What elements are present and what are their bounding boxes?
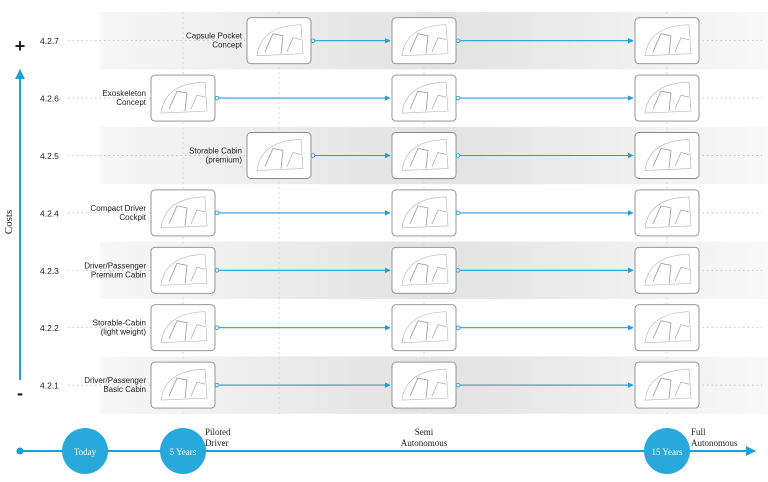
concept-thumbnail [391, 132, 457, 179]
concept-thumbnail [150, 74, 216, 122]
connector-dot [455, 153, 461, 158]
milestone-15-years [644, 428, 690, 474]
concept-thumbnail [634, 17, 700, 65]
phase-full-line2: Autonomous [691, 438, 738, 448]
phase-semi-line2: Autonomous [401, 438, 448, 448]
concept-thumbnail [150, 246, 216, 294]
concept-thumbnail [246, 132, 312, 179]
row-name-line: (premium) [206, 156, 243, 165]
phase-piloted-line2: Driver [205, 438, 229, 448]
timeline: Today 5 Years 15 Years Piloted Driver Se… [16, 427, 756, 474]
row-name-line: Premium Cabin [91, 270, 146, 279]
row-code: 4.2.2 [40, 323, 59, 333]
connector-dot [214, 95, 220, 101]
row-name-line: Driver/Passenger [84, 376, 146, 385]
row-code: 4.2.1 [40, 381, 59, 391]
cost-axis-plus: + [15, 36, 26, 56]
row-code: 4.2.3 [40, 266, 59, 276]
concept-thumbnail [391, 246, 457, 294]
concept-thumbnail [634, 246, 700, 294]
concept-thumbnail [634, 189, 700, 237]
cost-axis: + - Costs [3, 36, 25, 403]
connector-dot [455, 382, 461, 388]
row-name-line: Concept [116, 98, 147, 107]
concept-thumbnail [150, 189, 216, 237]
row-name-line: Storable-Cabin [93, 319, 146, 328]
row-name-line: (light weight) [101, 328, 147, 337]
connector-dot [310, 153, 316, 158]
concept-thumbnail [634, 361, 700, 409]
milestone-today [62, 428, 108, 474]
connector-dot [310, 38, 316, 43]
cost-axis-minus: - [17, 383, 23, 403]
row-name-line: Driver/Passenger [84, 261, 146, 270]
row-code: 4.2.7 [40, 36, 59, 46]
phase-semi-line1: Semi [415, 427, 434, 437]
row-code: 4.2.6 [40, 94, 59, 104]
concept-thumbnail [150, 304, 216, 352]
connector-dot [214, 210, 220, 216]
row-name-line: Exoskeleton [102, 89, 146, 98]
connector-dot [455, 210, 461, 216]
phase-full-line1: Full [691, 427, 706, 437]
row-name-line: Cockpit [119, 213, 146, 222]
row-name-line: Compact Driver [90, 204, 146, 213]
concept-row: 4.2.2 Storable-Cabin(light weight) [40, 304, 762, 352]
milestone-5-years-label: 5 Years [170, 447, 197, 457]
row-code: 4.2.4 [40, 208, 59, 218]
concept-thumbnail [634, 304, 700, 352]
row-name-line: Storable Cabin [189, 147, 242, 156]
concept-thumbnail [246, 17, 312, 65]
concept-row: 4.2.5 Storable Cabin(premium) [40, 132, 762, 179]
connector-dot [455, 38, 461, 43]
connector-dot [455, 95, 461, 101]
row-name-line: Basic Cabin [103, 385, 146, 394]
row-name-line: Concept [212, 41, 243, 50]
concept-thumbnail [150, 361, 216, 409]
concept-thumbnail [391, 189, 457, 237]
concept-thumbnail [391, 74, 457, 122]
connector-dot [214, 325, 220, 330]
phase-piloted-line1: Piloted [205, 427, 231, 437]
cost-axis-label: Costs [3, 210, 15, 234]
timeline-start-dot [16, 447, 24, 455]
connector-dot [455, 325, 461, 330]
concept-thumbnail [391, 17, 457, 65]
concept-thumbnail [391, 304, 457, 352]
concept-thumbnail [391, 361, 457, 409]
connector-dot [214, 382, 220, 388]
milestone-today-label: Today [74, 447, 97, 457]
row-code: 4.2.5 [40, 151, 59, 161]
milestone-5-years [160, 428, 206, 474]
row-name-line: Capsule Pocket [186, 32, 243, 41]
concept-thumbnail [634, 74, 700, 122]
concept-thumbnail [634, 132, 700, 179]
milestone-15-years-label: 15 Years [651, 447, 683, 457]
connector-dot [214, 268, 220, 273]
connector-dot [455, 268, 461, 273]
